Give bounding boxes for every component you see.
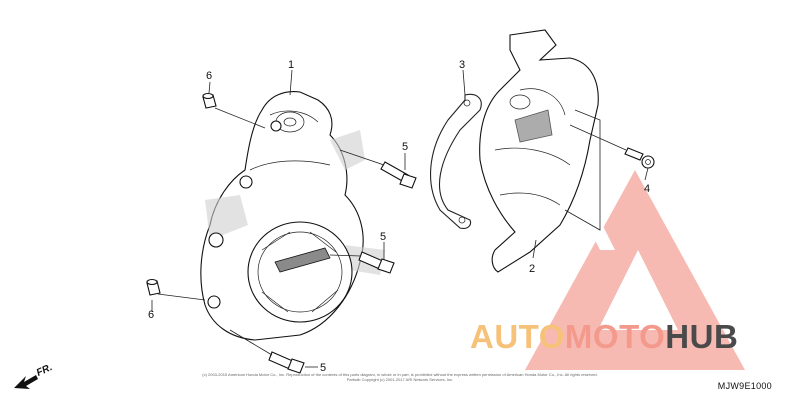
part-1-cover[interactable]: [200, 91, 385, 341]
watermark-part-moto: MOTO: [564, 318, 666, 355]
direction-label: FR.: [35, 362, 54, 379]
callout-3: 3: [459, 59, 465, 71]
callout-6-lower: 6: [148, 309, 154, 321]
part-2-guard[interactable]: [479, 29, 599, 273]
part-5-bolt-middle[interactable]: [358, 251, 395, 274]
front-direction-indicator: FR.: [14, 362, 54, 389]
copyright-notice: (c) 2003-2015 American Honda Motor Co., …: [202, 372, 598, 382]
callout-5-lower: 5: [320, 362, 326, 374]
callout-4: 4: [644, 183, 650, 195]
callout-5-upper: 5: [402, 141, 408, 153]
callout-2: 2: [529, 263, 535, 275]
part-3-gasket[interactable]: [430, 93, 482, 229]
part-4-washer[interactable]: [641, 155, 655, 169]
watermark-part-auto: AUTO: [470, 318, 565, 355]
part-5-bolt-upper[interactable]: [380, 161, 417, 189]
diagram-code: MJW9E1000: [717, 381, 772, 391]
part-5-bolt-lower[interactable]: [268, 351, 305, 374]
watermark-logo: [525, 170, 745, 370]
direction-arrow-icon: [14, 375, 38, 389]
part-6-dowel-upper[interactable]: [202, 92, 217, 109]
watermark-part-hub: HUB: [665, 318, 739, 355]
leader-lines: [151, 69, 649, 368]
callout-5-middle: 5: [380, 231, 386, 243]
part-5-bolt-right[interactable]: [624, 147, 644, 161]
callout-1: 1: [288, 59, 294, 71]
part-6-dowel-lower[interactable]: [146, 278, 161, 296]
callout-6-upper: 6: [206, 70, 212, 82]
watermark-brand: AUTOMOTOHUB: [470, 318, 738, 356]
